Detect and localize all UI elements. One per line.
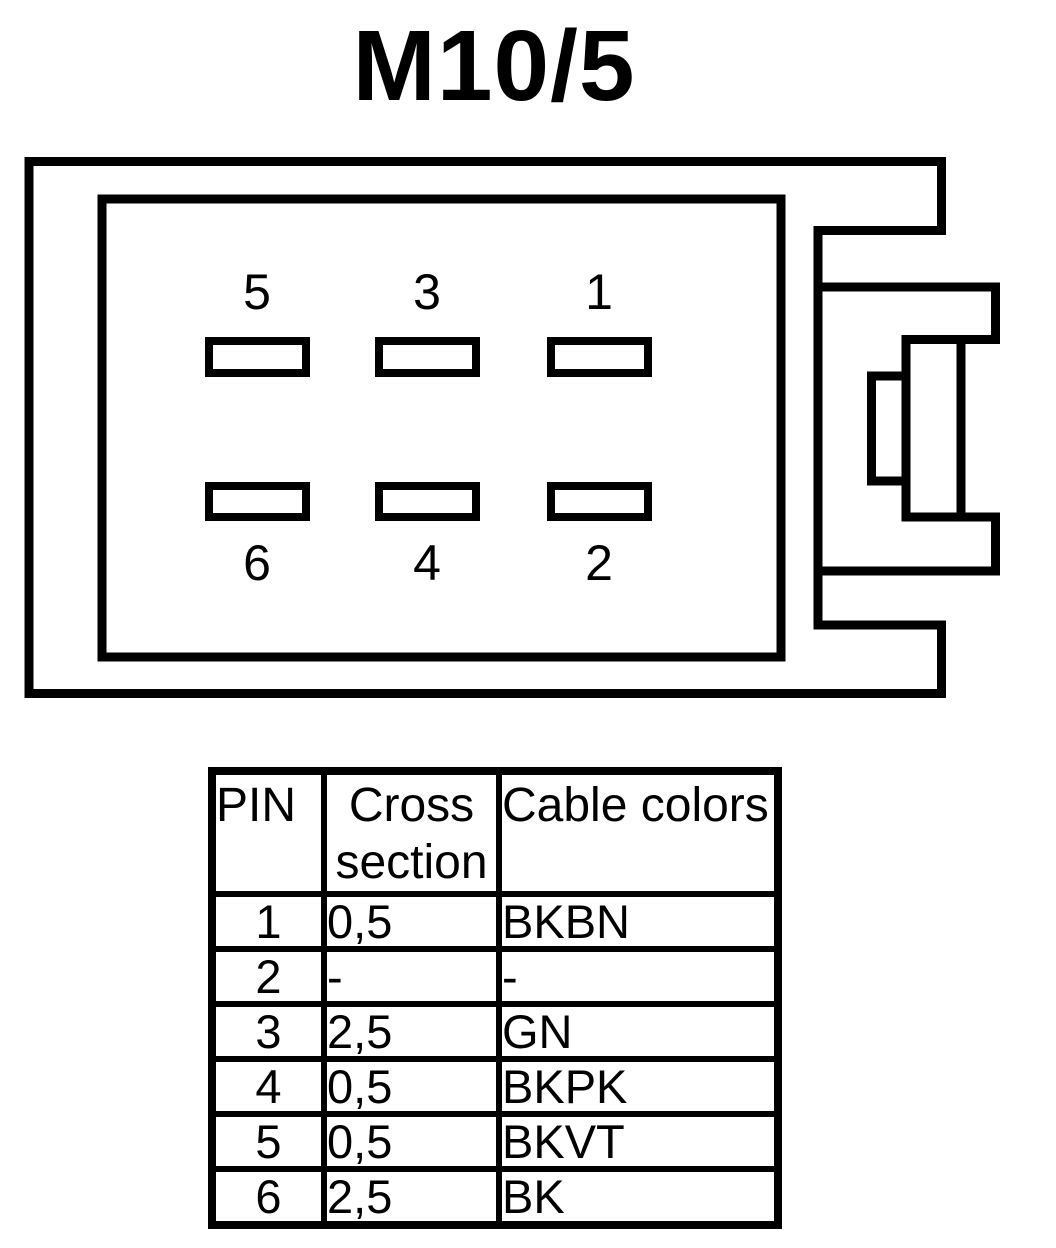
cross-section-cell: 2,5 (321, 1001, 502, 1062)
cross-section-cell: 2,5 (321, 1166, 502, 1228)
pinout-table: PIN Cross section Cable colors 1 0,5 BKB… (208, 767, 782, 1229)
cable-color-cell: BK (496, 1166, 781, 1228)
cross-section-cell: 0,5 (321, 1056, 502, 1117)
pin-cell: 5 (209, 1111, 327, 1172)
cable-color-cell: BKPK (496, 1056, 781, 1117)
pin-label-4: 4 (413, 535, 441, 591)
pin-label-6: 6 (243, 535, 271, 591)
cable-color-cell: - (496, 946, 781, 1007)
table-row: 3 2,5 GN (209, 1001, 781, 1062)
pin-cell: 3 (209, 1001, 327, 1062)
connector-face-outline (97, 194, 786, 662)
pin-slot-5 (205, 337, 310, 377)
header-pin: PIN (209, 768, 327, 897)
table-header-row: PIN Cross section Cable colors (209, 768, 781, 897)
table-row: 5 0,5 BKVT (209, 1111, 781, 1172)
pin-cell: 4 (209, 1056, 327, 1117)
table-row: 4 0,5 BKPK (209, 1056, 781, 1117)
table-row: 6 2,5 BK (209, 1166, 781, 1228)
housing-outline (24, 157, 946, 698)
pin-slot-4 (375, 482, 480, 521)
cross-section-cell: 0,5 (321, 1111, 502, 1172)
pin-cell: 6 (209, 1166, 327, 1228)
cable-color-cell: BKBN (496, 891, 781, 952)
header-cross-section: Cross section (321, 768, 502, 897)
pin-label-3: 3 (413, 264, 441, 320)
pin-slot-3 (375, 337, 480, 377)
pin-cell: 1 (209, 891, 327, 952)
cross-section-cell: - (321, 946, 502, 1007)
pin-label-2: 2 (585, 535, 613, 591)
cable-color-cell: GN (496, 1001, 781, 1062)
pin-slot-6 (205, 482, 310, 521)
table-row: 1 0,5 BKBN (209, 891, 781, 952)
pin-label-1: 1 (585, 264, 613, 320)
pin-slot-1 (547, 337, 652, 377)
cross-section-cell: 0,5 (321, 891, 502, 952)
cable-color-cell: BKVT (496, 1111, 781, 1172)
pin-slot-2 (547, 482, 652, 521)
connector-title: M10/5 (352, 10, 636, 122)
latch-key (867, 371, 911, 486)
table-row: 2 - - (209, 946, 781, 1007)
latch-bar (901, 335, 966, 522)
header-cable-colors: Cable colors (496, 768, 781, 897)
pin-cell: 2 (209, 946, 327, 1007)
pin-label-5: 5 (243, 264, 271, 320)
